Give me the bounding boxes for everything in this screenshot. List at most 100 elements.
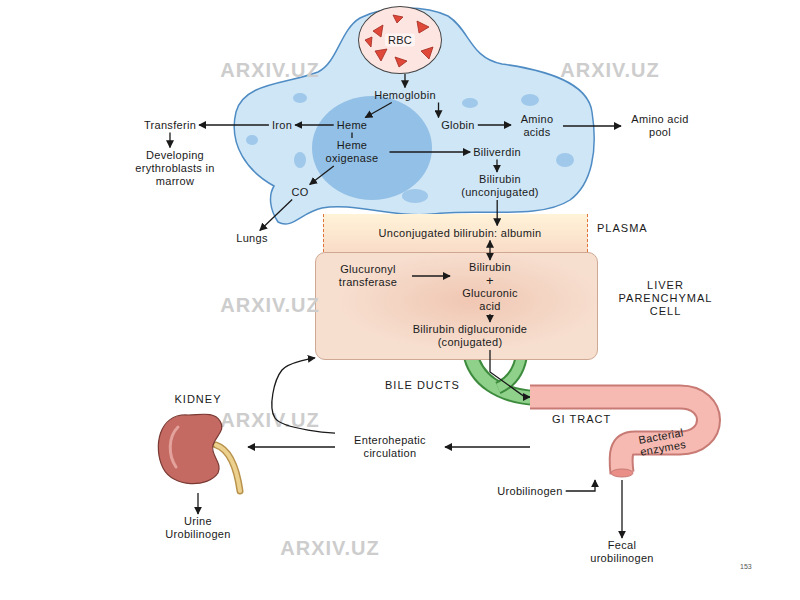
arrow-connector — [496, 160, 497, 173]
red-cell-fragment — [365, 37, 372, 47]
vesicle — [556, 153, 574, 167]
arrow-connector — [621, 480, 622, 538]
arrow-connector — [566, 480, 595, 491]
node-text: RBC — [385, 34, 415, 47]
process-label: Transferin — [141, 118, 199, 133]
liver-cell: LIVER PARENCHYMAL CELLGlucuronyl transfe… — [315, 252, 598, 360]
gi-tube-end — [611, 469, 633, 477]
node-text: Heme — [337, 119, 368, 132]
process-label: CO — [288, 185, 311, 200]
arrow-connector — [295, 124, 334, 125]
node-text: Glucuronic acid — [453, 287, 527, 313]
vesicle — [246, 135, 258, 145]
node-text: Heme oxigenase — [318, 139, 387, 165]
arrow-connector — [365, 103, 392, 118]
process-label: Urine Urobilinogen — [152, 514, 244, 542]
enzyme-label: Heme oxigenase — [315, 138, 390, 166]
red-cell-fragment — [373, 25, 383, 37]
vesicle — [521, 94, 539, 106]
watermark: ARXIV.UZ — [560, 59, 660, 82]
gi-tube — [530, 397, 709, 473]
gi-tube-outline — [530, 397, 709, 473]
arrow-connector — [272, 358, 335, 433]
process-label: Developing erythroblasts in marrow — [123, 148, 228, 189]
red-cell-fragment — [375, 49, 387, 61]
process-label: Amino acid pool — [621, 112, 699, 140]
node-text: Developing erythroblasts in marrow — [126, 149, 225, 188]
node-text: GI TRACT — [552, 413, 611, 426]
node-text: Lungs — [236, 232, 267, 245]
kidney-highlight — [170, 427, 178, 467]
kidney: KIDNEY — [148, 393, 248, 493]
arrow-connector — [248, 446, 335, 447]
rbc-circle: RBC — [358, 6, 442, 74]
node-text: Amino acid pool — [624, 113, 696, 139]
node-text: CO — [291, 186, 308, 199]
gi-tract: GI TRACTBacterial enzymes — [530, 385, 715, 480]
kidney-shape — [158, 414, 222, 483]
arrow-connector — [489, 241, 490, 261]
red-cell-fragment — [421, 47, 433, 59]
arrow-connector — [260, 200, 292, 231]
vesicle — [402, 189, 428, 203]
nucleus — [312, 96, 432, 200]
process-label: Hemoglobin — [371, 88, 439, 103]
arrow-connector — [169, 133, 170, 148]
process-label: Biliverdin — [470, 145, 524, 160]
plasma-band: PLASMAUnconjugated bilirubin: albumin — [323, 214, 588, 252]
red-cell-fragment — [417, 21, 429, 33]
node-text: Bilirubin (unconjugated) — [453, 173, 547, 199]
node-text: Transferin — [144, 119, 196, 132]
vesicle — [293, 93, 307, 103]
vesicle — [294, 152, 306, 168]
arrow-connector — [404, 74, 405, 88]
process-label: Enterohepatic circulation — [335, 433, 445, 461]
gi-tract-drawing — [530, 385, 715, 480]
node-text: Fecal urobilinogen — [579, 539, 665, 565]
node-text: Hemoglobin — [374, 89, 436, 102]
arrow-connector — [197, 493, 198, 514]
process-label: Heme — [334, 118, 371, 133]
process-label: Amino acids — [511, 112, 563, 140]
process-label: Bilirubin+Glucuronic acid — [450, 260, 530, 314]
process-label: Iron — [269, 118, 295, 133]
watermark: ARXIV.UZ — [220, 59, 320, 82]
node-text: Amino acids — [514, 113, 560, 139]
process-label: Urobilinogen — [494, 484, 565, 499]
node-text: Glucuronyl transferase — [327, 263, 409, 289]
arrow-connector — [438, 103, 439, 118]
node-text: KIDNEY — [148, 393, 248, 406]
node-text: Biliverdin — [473, 146, 521, 159]
red-cell-fragment — [393, 15, 403, 23]
node-text: Urine Urobilinogen — [155, 515, 241, 541]
node-text: Iron — [272, 119, 292, 132]
enzyme-label: Glucuronyl transferase — [324, 262, 412, 290]
node-text: Unconjugated bilirubin: albumin — [379, 227, 542, 240]
node-text: Urobilinogen — [497, 485, 562, 498]
red-cell-fragment — [395, 57, 407, 67]
watermark: ARXIV.UZ — [280, 537, 380, 560]
arrow-connector — [351, 133, 352, 139]
node-text: PLASMA — [597, 222, 648, 235]
arrow-connector — [497, 200, 498, 226]
node-text: + — [453, 274, 527, 287]
kidney-drawing — [148, 393, 248, 493]
arrow-connector — [310, 166, 334, 185]
arrow-connector — [390, 151, 471, 152]
arrow-connector — [412, 275, 450, 276]
arrow-connector — [199, 124, 269, 125]
bile-ducts-label: BILE DUCTS — [385, 379, 460, 391]
watermark: ARXIV.UZ — [220, 294, 320, 317]
process-label: Globin — [438, 118, 478, 133]
process-label: Bilirubin diglucuronide (conjugated) — [385, 322, 555, 350]
process-label: Unconjugated bilirubin: albumin — [376, 226, 545, 241]
node-text: Enterohepatic circulation — [338, 434, 442, 460]
node-text: Globin — [441, 119, 475, 132]
macrophage-cell — [234, 8, 594, 224]
arrow-connector — [489, 314, 490, 322]
arrow-connector — [563, 125, 621, 126]
process-label: Fecal urobilinogen — [576, 538, 668, 566]
arrow-connector — [445, 446, 530, 447]
vesicle — [462, 98, 478, 108]
